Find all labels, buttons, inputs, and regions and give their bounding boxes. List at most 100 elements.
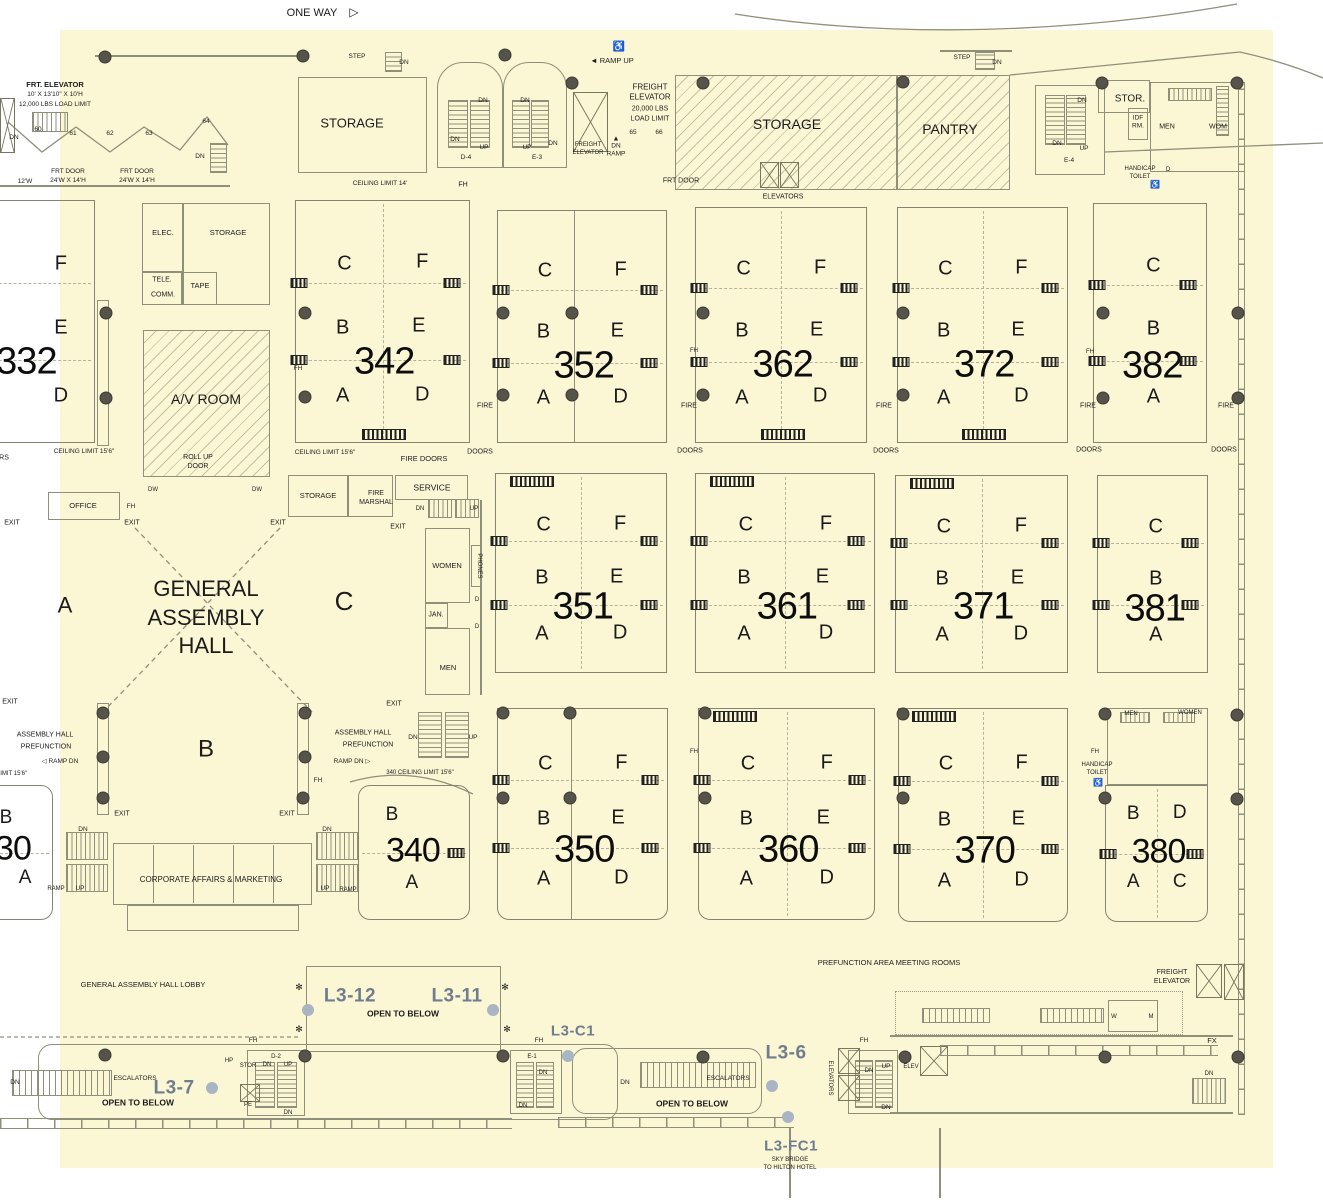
label-dn: DN <box>283 1110 293 1117</box>
room-number-351: 351 <box>552 585 613 628</box>
wall <box>940 50 1012 52</box>
section-362-d: D <box>812 384 828 407</box>
airwall-pocket <box>492 842 510 853</box>
label-l3-6: L3-6 <box>765 1042 807 1064</box>
label-fire: FIRE <box>1218 402 1234 410</box>
label-open-to-below: OPEN TO BELOW <box>366 1008 440 1019</box>
elevator-shaft <box>838 1075 860 1101</box>
stairs <box>875 1060 893 1108</box>
label-storage: STORAGE <box>320 115 384 131</box>
airwall-track <box>785 477 786 669</box>
box-idf-room <box>1128 108 1148 140</box>
wall <box>233 845 234 903</box>
airwall-pocket <box>490 536 508 547</box>
column <box>296 49 310 63</box>
section-362-a: A <box>735 386 749 409</box>
label-up: UP <box>469 504 479 512</box>
label-open-to-below: OPEN TO BELOW <box>655 1098 729 1109</box>
label-66: 66 <box>655 128 663 136</box>
label-freight-elevator: FREIGHT ELEVATOR <box>572 142 604 156</box>
column <box>563 706 577 720</box>
section-352-a: A <box>536 386 551 409</box>
column <box>698 706 712 720</box>
column <box>298 750 312 764</box>
section-351-b: B <box>535 566 549 589</box>
section-350-b: B <box>536 807 551 830</box>
label-exit: EXIT <box>386 700 402 708</box>
label-open-to-below: OPEN TO BELOW <box>101 1097 175 1108</box>
escalator <box>922 1008 990 1023</box>
section-361-e: E <box>815 565 830 588</box>
section-380-b: B <box>1126 803 1140 825</box>
airwall-pocket <box>640 358 658 369</box>
label-24-w-x-14-h: 24'W X 14'H <box>119 176 155 184</box>
column <box>696 306 710 320</box>
column <box>896 306 910 320</box>
label-dn: DN <box>78 825 88 833</box>
label-dn: DN <box>322 825 332 833</box>
label-mark: ♿ <box>1093 777 1103 787</box>
section-382-a: A <box>1146 385 1161 408</box>
column <box>296 791 310 805</box>
section-342-a: A <box>336 384 350 407</box>
airwall-track <box>501 780 664 782</box>
room-number-372: 372 <box>953 343 1015 386</box>
label-dn: DN <box>195 152 205 160</box>
label-12-000-lbs-load-limit: 12,000 LBS LOAD LIMIT <box>19 100 91 108</box>
label-b: B <box>197 735 215 763</box>
airwall-pocket <box>892 357 910 368</box>
box-office <box>48 492 120 520</box>
label-mark: ♿ <box>612 41 626 53</box>
label-men: MEN <box>439 663 457 673</box>
label-ramp: RAMP <box>339 887 357 894</box>
airwall-pocket <box>1092 600 1110 611</box>
column <box>696 388 710 402</box>
airwall-pocket <box>690 357 708 368</box>
label-fh: FH <box>690 348 698 355</box>
label-up: UP <box>75 884 85 892</box>
airwall-pocket <box>640 536 658 547</box>
label-doors: DOORS <box>467 448 493 456</box>
airwall-pocket <box>290 277 308 288</box>
airwall-track <box>781 211 782 439</box>
column <box>98 1048 112 1062</box>
label-men: MEN <box>1159 123 1175 131</box>
airwall-pocket <box>693 775 711 786</box>
label-dn: DN <box>538 1070 548 1077</box>
label-doors: DOORS <box>873 447 899 455</box>
label-tele: TELE. <box>152 276 172 284</box>
label-load-limit: LOAD LIMIT <box>630 115 670 123</box>
label-fire: FIRE <box>477 402 493 410</box>
column <box>896 388 910 402</box>
label-tape: TAPE <box>190 281 210 291</box>
walkway-railing <box>558 1117 794 1128</box>
box-stair-e4 <box>1035 85 1105 175</box>
section-350-e: E <box>611 806 625 829</box>
column <box>565 388 579 402</box>
label-dn: DN <box>1052 139 1062 147</box>
airwall-pocket <box>690 282 708 293</box>
label-d: D <box>474 597 480 604</box>
airwall-pocket <box>892 282 910 293</box>
room-number-330: 330 <box>0 829 32 867</box>
stairs <box>1168 88 1212 101</box>
label-10-x-13-10-x-10-h: 10' X 13'10" X 10'H <box>27 90 83 98</box>
label-dn: DN <box>864 1068 874 1075</box>
airwall-pocket <box>640 599 658 610</box>
label-dn: DN <box>1077 96 1087 104</box>
label-corporate-affairs-marketing: CORPORATE AFFAIRS & MARKETING <box>139 874 283 884</box>
label-mark: ✻ <box>503 1024 511 1035</box>
airwall-track <box>501 847 664 849</box>
box-stor-top-right <box>1098 80 1150 113</box>
airwall-pocket <box>492 775 510 786</box>
wall <box>273 845 274 903</box>
label-dn: DN <box>9 133 19 141</box>
column <box>565 76 579 90</box>
label-up: UP <box>283 1062 293 1069</box>
wall <box>890 1112 1233 1114</box>
label-e-1: E-1 <box>527 1054 537 1061</box>
label-e-3: E-3 <box>531 153 543 161</box>
